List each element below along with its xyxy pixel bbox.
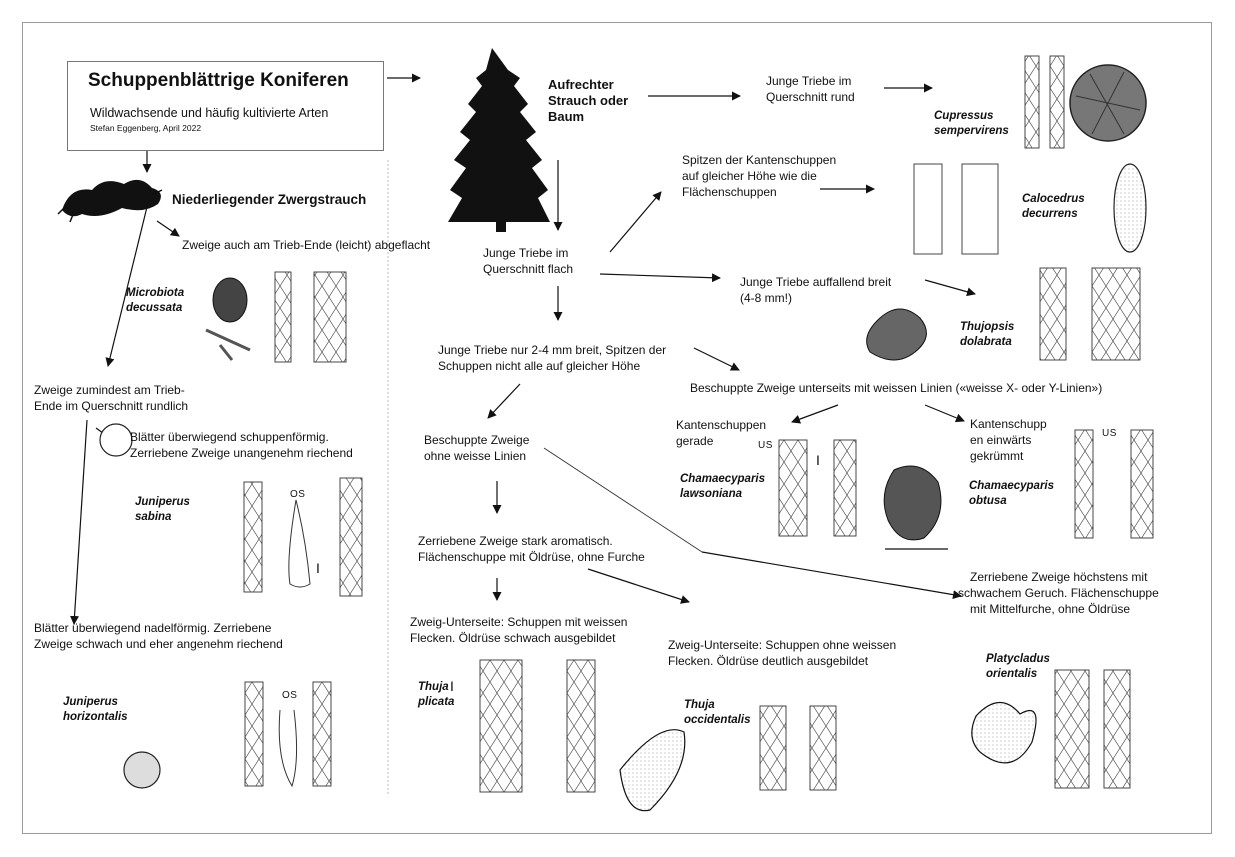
us-label: US xyxy=(758,440,773,451)
scale-bar-label: I xyxy=(816,452,820,468)
species-cupressus-1: Cupressus xyxy=(934,109,993,124)
node-schwacher-geruch-2: schwachem Geruch. Flächenschuppe xyxy=(958,585,1159,601)
node-aromatisch-1: Zerriebene Zweige stark aromatisch. xyxy=(418,533,613,549)
species-cham-lawsoniana-1: Chamaecyparis xyxy=(680,472,765,487)
node-quer-rund-2: Querschnitt rund xyxy=(766,89,855,105)
node-kanten-gekruemmt-3: gekrümmt xyxy=(970,448,1023,464)
arrow-niederliegend-to-abgeflacht xyxy=(157,221,179,236)
node-zweige-abgeflacht: Zweige auch am Trieb-Ende (leicht) abgef… xyxy=(182,237,430,253)
species-thuja-occidentalis-1: Thuja xyxy=(684,698,715,713)
tree-illustration xyxy=(448,48,550,232)
scale-bar-label: I xyxy=(450,678,454,694)
shrub-illustration xyxy=(58,180,162,222)
arrow-2-4-to-linien xyxy=(694,348,739,370)
node-weisse-flecken-1: Zweig-Unterseite: Schuppen mit weissen xyxy=(410,614,627,630)
species-cham-lawsoniana-2: lawsoniana xyxy=(680,487,742,502)
species-cham-obtusa-2: obtusa xyxy=(969,494,1007,509)
node-breit-1: Junge Triebe auffallend breit xyxy=(740,274,891,290)
species-cham-obtusa-1: Chamaecyparis xyxy=(969,479,1054,494)
arrow-to-schwacher-geruch xyxy=(702,552,961,596)
node-spitzen-2: auf gleicher Höhe wie die xyxy=(682,168,817,184)
node-schwacher-geruch-1: Zerriebene Zweige höchstens mit xyxy=(970,569,1147,585)
arrow-flach-to-breit xyxy=(600,274,720,278)
node-aufrecht-2: Strauch oder xyxy=(548,93,628,109)
node-ohne-flecken-1: Zweig-Unterseite: Schuppen ohne weissen xyxy=(668,637,896,653)
node-weisse-flecken-2: Flecken. Öldrüse schwach ausgebildet xyxy=(410,630,615,646)
species-juniperus-sabina-2: sabina xyxy=(135,510,171,525)
node-kanten-gerade-2: gerade xyxy=(676,433,713,449)
node-weisse-linien: Beschuppte Zweige unterseits mit weissen… xyxy=(690,380,1102,396)
arrow-linien-to-gekruemmt xyxy=(925,405,964,421)
node-kanten-gerade-1: Kantenschuppen xyxy=(676,417,766,433)
page-subtitle: Wildwachsende und häufig kultivierte Art… xyxy=(90,106,328,120)
scale-bar-label: I xyxy=(316,560,320,576)
node-2-4-1: Junge Triebe nur 2-4 mm breit, Spitzen d… xyxy=(438,342,666,358)
node-schuppen-1: Blätter überwiegend schuppenförmig. xyxy=(130,429,329,445)
os-label: OS xyxy=(290,489,305,500)
page-title: Schuppenblättrige Koniferen xyxy=(88,70,349,92)
node-zweige-rundlich-1: Zweige zumindest am Trieb- xyxy=(34,382,185,398)
arrow-rundlich-to-nadel xyxy=(74,420,87,624)
arrow-linien-to-gerade xyxy=(792,405,838,422)
title-box: Schuppenblättrige Koniferen Wildwachsend… xyxy=(67,61,384,151)
arrow-flach-to-spitzen xyxy=(610,192,661,252)
os-label: OS xyxy=(282,690,297,701)
node-spitzen-3: Flächenschuppen xyxy=(682,184,777,200)
node-ohne-linien-2: ohne weisse Linien xyxy=(424,448,526,464)
node-2-4-2: Schuppen nicht alle auf gleicher Höhe xyxy=(438,358,640,374)
species-calocedrus-2: decurrens xyxy=(1022,207,1078,222)
node-kanten-gekruemmt-2: en einwärts xyxy=(970,432,1031,448)
species-thuja-occidentalis-2: occidentalis xyxy=(684,713,750,728)
species-thujopsis-1: Thujopsis xyxy=(960,320,1014,335)
species-microbiota-2: decussata xyxy=(126,301,182,316)
node-breit-2: (4-8 mm!) xyxy=(740,290,792,306)
node-ohne-flecken-2: Flecken. Öldrüse deutlich ausgebildet xyxy=(668,653,868,669)
node-nadel-1: Blätter überwiegend nadelförmig. Zerrieb… xyxy=(34,620,271,636)
arrow-2-4-to-ohne-linien xyxy=(488,384,520,418)
species-microbiota-1: Microbiota xyxy=(126,286,184,301)
node-ohne-linien-1: Beschuppte Zweige xyxy=(424,432,529,448)
node-schuppen-2: Zerriebene Zweige unangenehm riechend xyxy=(130,445,353,461)
author-credit: Stefan Eggenberg, April 2022 xyxy=(90,123,201,133)
needle-sketches xyxy=(279,500,310,786)
node-zweige-rundlich-2: Ende im Querschnitt rundlich xyxy=(34,398,188,414)
node-kanten-gekruemmt-1: Kantenschupp xyxy=(970,416,1047,432)
node-aufrecht-3: Baum xyxy=(548,109,584,125)
node-quer-flach-2: Querschnitt flach xyxy=(483,261,573,277)
species-juniperus-horizontalis-1: Juniperus xyxy=(63,695,118,710)
node-schwacher-geruch-3: mit Mittelfurche, ohne Öldrüse xyxy=(970,601,1130,617)
us-label: US xyxy=(1102,428,1117,439)
node-spitzen-1: Spitzen der Kantenschuppen xyxy=(682,152,836,168)
species-calocedrus-1: Calocedrus xyxy=(1022,192,1085,207)
node-nadel-2: Zweige schwach und eher angenehm riechen… xyxy=(34,636,283,652)
species-cupressus-2: sempervirens xyxy=(934,124,1009,139)
arrow-breit-to-thujopsis xyxy=(925,280,975,294)
node-quer-flach-1: Junge Triebe im xyxy=(483,245,568,261)
species-juniperus-sabina-1: Juniperus xyxy=(135,495,190,510)
node-quer-rund-1: Junge Triebe im xyxy=(766,73,851,89)
species-thuja-plicata-1: Thuja xyxy=(418,680,449,695)
species-juniperus-horizontalis-2: horizontalis xyxy=(63,710,128,725)
species-thuja-plicata-2: plicata xyxy=(418,695,454,710)
species-thujopsis-2: dolabrata xyxy=(960,335,1012,350)
node-niederliegend: Niederliegender Zwergstrauch xyxy=(172,192,366,208)
arrow-aromatisch-to-ohne-flecken xyxy=(588,569,689,602)
species-platycladus-1: Platycladus xyxy=(986,652,1050,667)
node-aufrecht-1: Aufrechter xyxy=(548,77,614,93)
node-aromatisch-2: Flächenschuppe mit Öldrüse, ohne Furche xyxy=(418,549,645,565)
species-platycladus-2: orientalis xyxy=(986,667,1037,682)
